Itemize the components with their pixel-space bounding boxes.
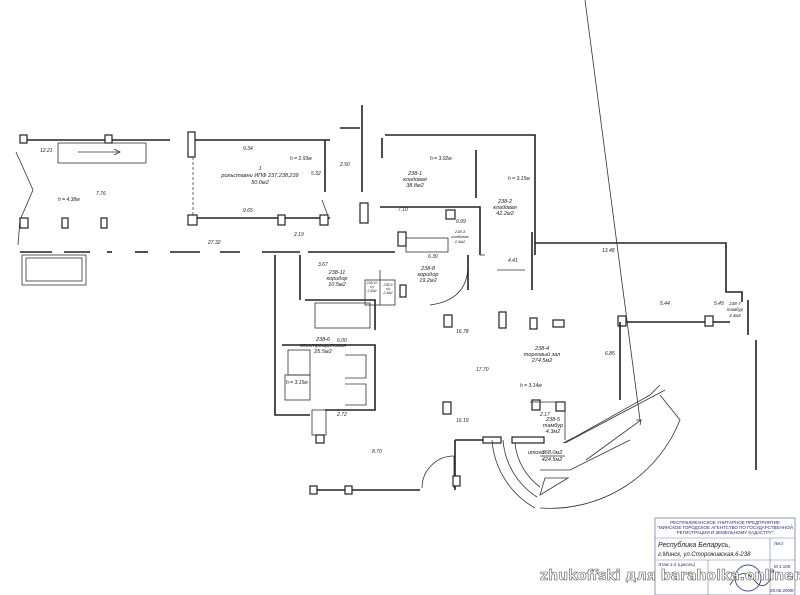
room-name: коридор	[418, 272, 439, 278]
room-number: 238-8	[420, 266, 436, 272]
room-238-3: 238-3 кладовая 2.5м2	[451, 229, 469, 244]
dim: 13.48	[602, 248, 615, 254]
room-name: тамбур	[727, 307, 744, 312]
height: h = 4.38м	[58, 197, 80, 203]
dim: 5.44	[660, 301, 670, 307]
room-area: 2.5м2	[366, 289, 376, 293]
dim: 5.45	[714, 301, 724, 307]
room-area: 50.0м2	[251, 180, 269, 186]
room-name: электрощитовая	[300, 343, 346, 349]
height: h = 3.02м	[430, 156, 452, 162]
room-number: 238-10	[366, 281, 378, 285]
dim: 5.32	[311, 171, 321, 177]
total-label: итого	[528, 450, 544, 456]
room-area: 274.5м2	[531, 358, 553, 364]
dim: 8.70	[372, 449, 382, 455]
room-1: 1 рольставни ИПФ 237,238,239 50.0м2	[220, 166, 298, 186]
room-238-9: 238-9 с/у 2.4м2	[382, 283, 392, 295]
room-area: 10.5м2	[328, 282, 346, 288]
room-area: 42.2м2	[496, 211, 514, 217]
date-label: 29.06.2009г	[770, 588, 795, 593]
room-number: 1	[258, 166, 261, 172]
address-line-2: г.Минск, ул.Стороживская,6-238	[658, 552, 751, 558]
org-line-1: РЕСПУБЛИКАНСКОЕ УНИТАРНОЕ ПРЕДПРИЯТИЕ	[670, 520, 780, 525]
total-area: итого 368.0м2 424.5м2	[528, 450, 565, 463]
room-area: 2.5м2	[454, 239, 466, 244]
height: h = 3.15м	[286, 380, 308, 386]
floor-label: Этаж 1-2 (цоколь)	[658, 562, 696, 567]
room-name: кладовая	[493, 205, 517, 211]
room-name: с/у	[386, 287, 391, 291]
room-238-5: 238-5 тамбур 4.3м2	[543, 417, 563, 435]
height: h = 2.93м	[290, 156, 312, 162]
height: h = 3.15м	[508, 176, 530, 182]
dim: 9.65	[243, 208, 253, 214]
walls	[15, 0, 757, 509]
org-line-3: РЕГИСТРАЦИИ И ЗЕМЕЛЬНОМУ КАДАСТРУ"	[677, 530, 774, 535]
total-area-2: 424.5м2	[542, 457, 563, 463]
dim: 16.19	[456, 418, 469, 424]
dim: 2.17	[539, 412, 550, 418]
dim: 12.21	[40, 148, 53, 154]
room-number: 238-3	[454, 229, 466, 234]
room-name: рольставни ИПФ 237,238,239	[220, 173, 298, 179]
room-238-10: 238-10 с/у 2.5м2	[366, 281, 378, 293]
watermark: zhukoffski для baraholka.onliner.by	[540, 568, 800, 584]
dim: 2.72	[336, 412, 347, 418]
dim: 2.50	[339, 162, 350, 168]
sheet-label: Лист	[774, 541, 784, 546]
room-238-1: 238-1 кладовая 38.8м2	[403, 171, 427, 189]
room-238-6: 238-6 электрощитовая 25.5м2	[300, 337, 346, 355]
dim: 9.34	[243, 146, 253, 152]
room-number: 238-4	[534, 346, 549, 352]
dim: 16.78	[456, 329, 469, 335]
title-block: РЕСПУБЛИКАНСКОЕ УНИТАРНОЕ ПРЕДПРИЯТИЕ "М…	[654, 517, 796, 595]
room-name: с/у	[370, 285, 375, 289]
room-number: 238-11	[328, 270, 346, 276]
height: h = 3.14м	[520, 383, 542, 389]
dim: 4.41	[508, 258, 518, 264]
dimension-labels: 12.21 7.76 9.34 5.32 2.50 9.65 27.32 2.1…	[40, 146, 724, 455]
room-238-8: 238-8 коридор 19.2м2	[418, 266, 439, 284]
signature	[729, 569, 775, 587]
room-number: 238-5	[545, 417, 561, 423]
room-238-2: 238-2 кладовая 42.2м2	[493, 199, 517, 217]
dim: 2.19	[293, 232, 304, 238]
org-line-2: "МИНСКОЕ ГОРОДСКОЕ АГЕНТСТВО ПО ГОСУДАРС…	[657, 523, 792, 530]
room-238-11: 238-11 коридор 10.5м2	[327, 270, 348, 288]
room-number: 238-2	[497, 199, 512, 205]
dim: 17.70	[476, 367, 489, 373]
room-name: торговый зал	[524, 351, 560, 358]
dim: 0.99	[456, 219, 466, 225]
room-labels: 1 рольставни ИПФ 237,238,239 50.0м2 238-…	[220, 166, 743, 463]
dim: 27.32	[207, 240, 221, 246]
scale-label: М 1:100	[774, 564, 791, 569]
dim: 7.76	[96, 191, 106, 197]
room-name: кладовая	[451, 234, 469, 239]
dim: 7.10	[398, 207, 408, 213]
room-name: тамбур	[543, 423, 563, 429]
room-number: 238-9	[383, 283, 393, 287]
room-number: 238-6	[315, 337, 331, 343]
room-238-7: 238-7 тамбур 4.4м2	[727, 301, 744, 318]
dim: 6.00	[337, 338, 347, 344]
room-238-4: 238-4 торговый зал 274.5м2	[524, 346, 560, 364]
room-number: 238-7	[728, 301, 741, 306]
dim: 6.30	[428, 254, 438, 260]
dim: 3.67	[318, 262, 328, 268]
room-area: 25.5м2	[313, 349, 332, 355]
room-number: 238-1	[407, 171, 422, 177]
room-name: коридор	[327, 276, 348, 282]
room-area: 4.3м2	[546, 429, 560, 435]
total-area-1: 368.0м2	[542, 450, 563, 456]
room-area: 38.8м2	[406, 183, 424, 189]
room-area: 4.4м2	[729, 313, 741, 318]
room-name: кладовая	[403, 177, 427, 183]
room-area: 2.4м2	[382, 291, 392, 295]
address-line-1: Республика Беларусь,	[658, 541, 731, 549]
room-area: 19.2м2	[419, 278, 437, 284]
dim: 6.85	[605, 351, 615, 357]
